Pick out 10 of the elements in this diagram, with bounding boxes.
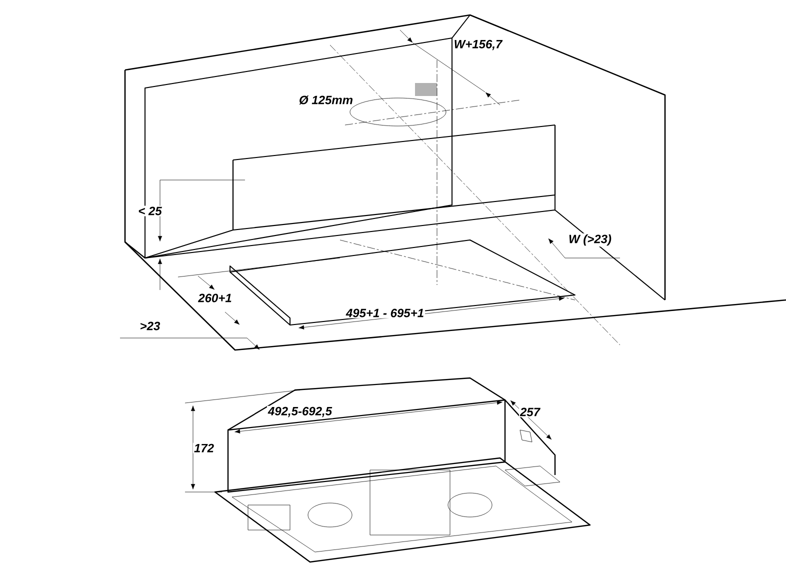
dimension-label: W (>23) [568, 233, 612, 247]
dimension-label: < 25 [137, 206, 163, 216]
dimension-label: 260+1 [197, 292, 233, 304]
dimension-label: 492,5-692,5 [266, 406, 334, 418]
dimension-label: >23 [138, 320, 162, 332]
dimension-label: 172 [193, 442, 216, 454]
dimension-label: 257 [519, 406, 542, 418]
dimension-label: W+156,7 [452, 38, 504, 52]
dimension-label: Ø 125mm [298, 94, 354, 106]
dimension-label: 495+1 - 695+1 [344, 308, 426, 318]
